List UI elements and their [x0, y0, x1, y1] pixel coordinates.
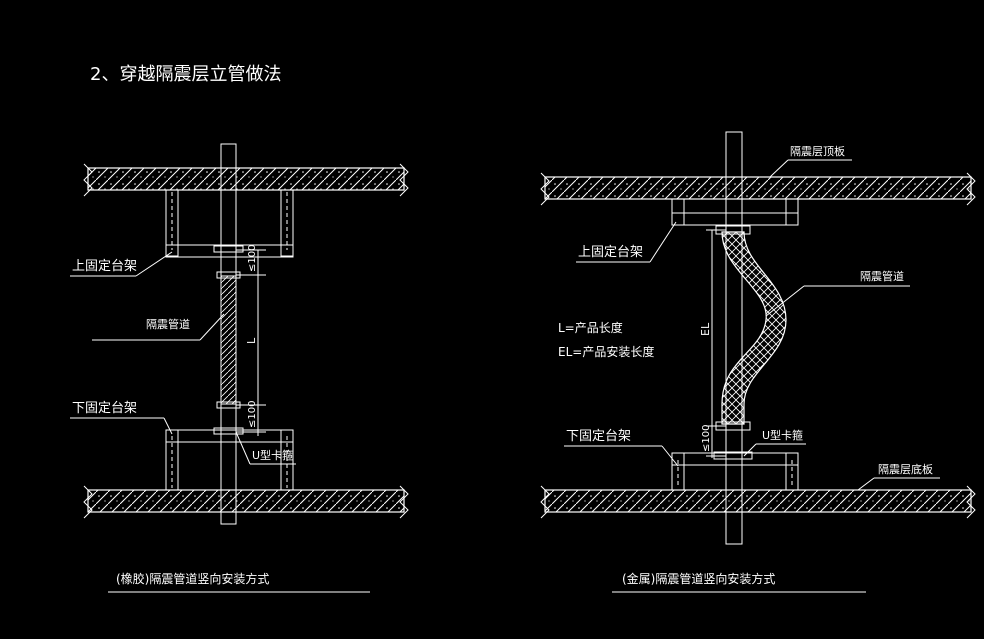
left-lower-bracket [165, 429, 294, 491]
left-ubolt-label: U型卡箍 [252, 448, 293, 462]
left-upper-bracket [165, 189, 294, 258]
left-upper-bracket-label: 上固定台架 [72, 259, 137, 274]
right-legend-l: L=产品长度 [558, 320, 623, 335]
left-dim-bottom: ≤100 [247, 401, 258, 428]
left-diagram: ≤100 L ≤100 上固定台架 隔震管道 下固定台架 U型卡箍 (橡胶)隔震… [70, 143, 409, 593]
right-upper-bracket-label: 上固定台架 [578, 245, 643, 260]
left-bottom-slab [87, 489, 405, 513]
right-flex-hose [721, 231, 787, 425]
right-dim-bottom: ≤100 [701, 425, 712, 452]
left-caption: (橡胶)隔震管道竖向安装方式 [116, 571, 269, 586]
right-upper-bracket [671, 198, 799, 226]
right-bottom-slab [544, 489, 972, 513]
right-diagram: EL ≤100 隔震层顶板 上固定台架 隔震管道 L=产品长度 EL=产品安装长… [540, 131, 976, 593]
right-lower-bracket-label: 下固定台架 [566, 429, 631, 444]
right-ubolt-label: U型卡箍 [762, 428, 803, 442]
left-top-slab [87, 167, 405, 191]
left-dimensions: ≤100 L ≤100 [236, 245, 266, 436]
right-pipe-label: 隔震管道 [860, 269, 904, 283]
drawing-title: 2、穿越隔震层立管做法 [90, 64, 281, 85]
right-legend-el: EL=产品安装长度 [558, 344, 654, 359]
right-dimensions: EL ≤100 [699, 229, 726, 458]
left-pipe [213, 143, 244, 525]
left-lower-bracket-label: 下固定台架 [72, 401, 137, 416]
right-pipe [725, 131, 743, 545]
left-dim-top: ≤100 [247, 245, 258, 272]
left-pipe-label: 隔震管道 [146, 317, 190, 331]
right-caption: (金属)隔震管道竖向安装方式 [622, 571, 775, 586]
right-top-slab [544, 176, 972, 200]
right-dim-el: EL [699, 322, 712, 336]
right-top-slab-label: 隔震层顶板 [790, 144, 845, 158]
right-bottom-slab-label: 隔震层底板 [878, 462, 933, 476]
left-dim-mid: L [245, 337, 258, 344]
